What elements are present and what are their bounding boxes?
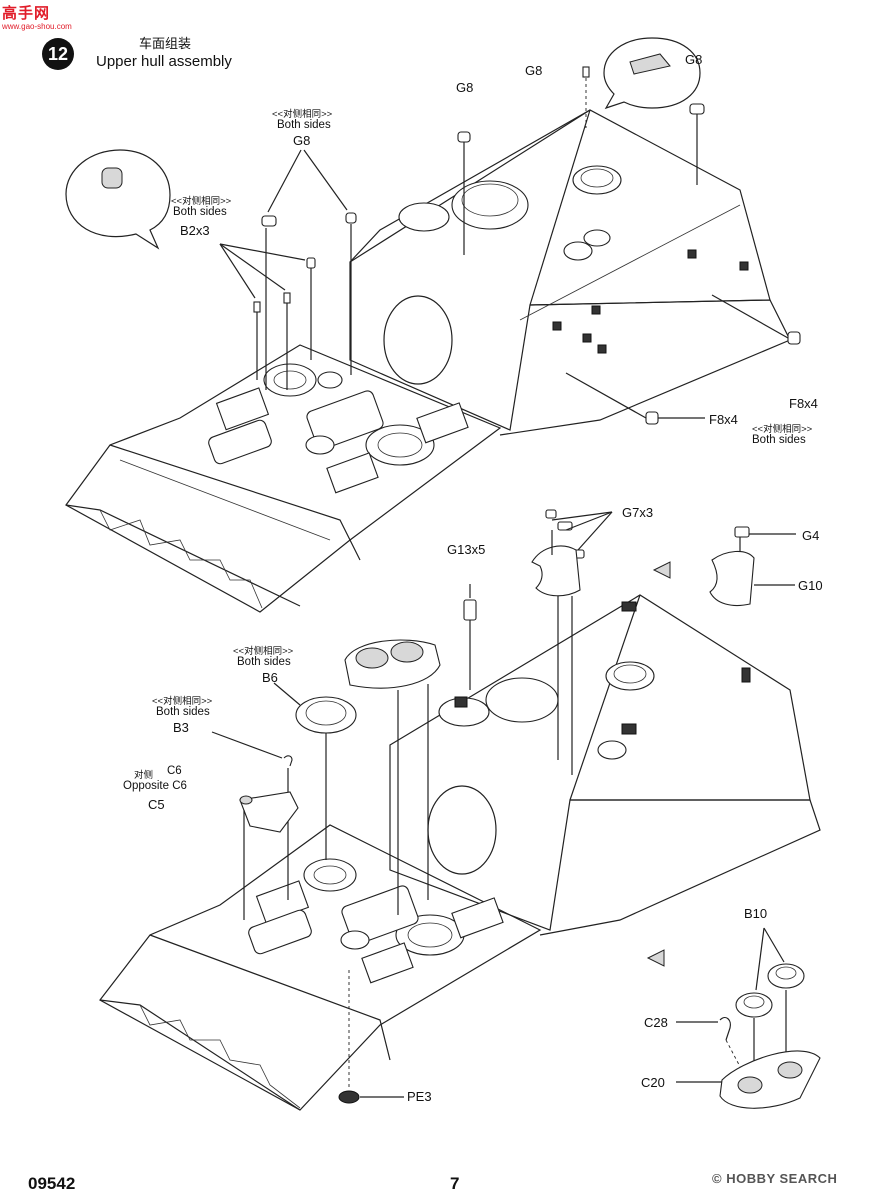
label-b2x3: B2x3 — [180, 223, 210, 238]
label-g7x3: G7x3 — [622, 505, 654, 520]
label-c28: C28 — [644, 1015, 668, 1030]
label-g8: G8 — [525, 63, 543, 78]
hobby-search-watermark: © HOBBY SEARCH — [712, 1171, 838, 1186]
note-both-sides: Both sides — [277, 119, 331, 131]
label-g10: G10 — [798, 578, 823, 593]
label-c6: C6 — [167, 765, 182, 777]
label-b10: B10 — [744, 906, 768, 921]
note-both-sides: Both sides — [156, 706, 210, 718]
note-both-sides-cn: <<对侧相同>> — [152, 696, 213, 707]
label-pe3: PE3 — [407, 1089, 432, 1104]
label-g8: G8 — [685, 52, 703, 67]
parts-upper — [65, 37, 801, 425]
watermark-url: www.gao-shou.com — [2, 22, 72, 31]
note-both-sides-cn: <<对侧相同>> — [171, 196, 232, 207]
label-c20: C20 — [641, 1075, 665, 1090]
note-both-sides-cn: <<对侧相同>> — [233, 646, 294, 657]
label-f8x4: F8x4 — [789, 396, 818, 411]
label-c5: C5 — [148, 797, 165, 812]
note-opposite-cn: 对侧 — [134, 770, 154, 781]
label-g13x5: G13x5 — [447, 542, 486, 557]
page-number: 7 — [450, 1174, 460, 1193]
hull-lower — [99, 594, 821, 1111]
note-both-sides: Both sides — [173, 206, 227, 218]
step-title-cn: 车面组装 — [139, 36, 192, 51]
note-both-sides: Both sides — [237, 656, 291, 668]
label-g8: G8 — [293, 133, 311, 148]
hull-upper — [65, 109, 791, 613]
label-g4: G4 — [802, 528, 820, 543]
label-b3: B3 — [173, 720, 189, 735]
note-both-sides-cn: <<对侧相同>> — [752, 424, 813, 435]
note-opposite-c6: Opposite C6 — [123, 780, 187, 792]
label-f8x4: F8x4 — [709, 412, 738, 427]
step-number-badge: 12 — [42, 38, 74, 70]
note-both-sides-cn: <<对侧相同>> — [272, 109, 333, 120]
parts-lower — [211, 509, 821, 1109]
label-g8: G8 — [456, 80, 474, 95]
note-both-sides: Both sides — [752, 434, 806, 446]
product-code: 09542 — [28, 1174, 76, 1193]
step-title-en: Upper hull assembly — [96, 53, 232, 70]
watermark-logo: 高手网 — [2, 5, 51, 22]
label-b6: B6 — [262, 670, 278, 685]
